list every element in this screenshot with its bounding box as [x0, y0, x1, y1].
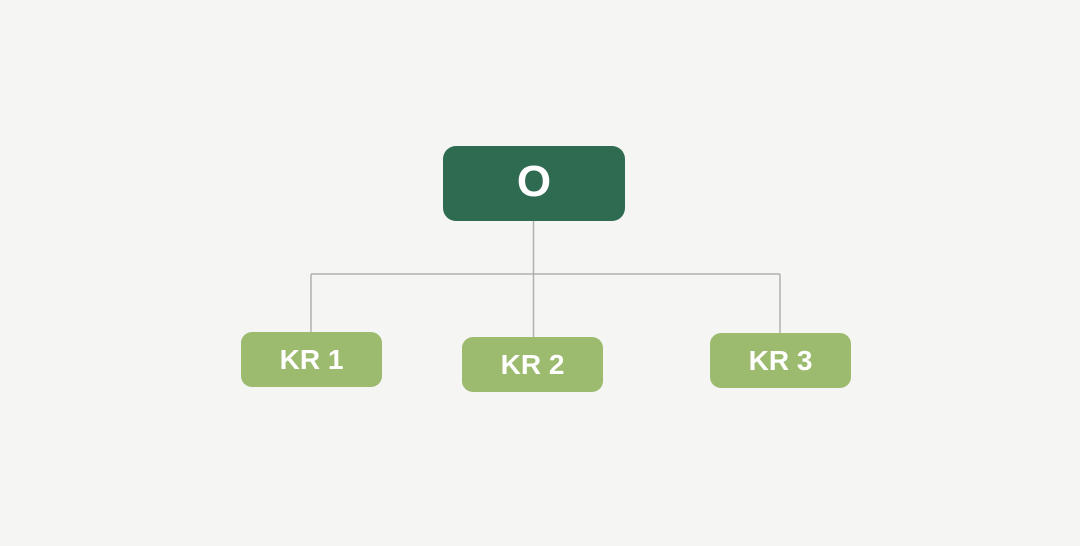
kr-label-3: KR 3: [748, 344, 813, 376]
kr-node-1: KR 1: [241, 332, 382, 387]
kr-label-2: KR 2: [500, 348, 565, 380]
objective-label: O: [516, 156, 552, 206]
kr-node-2: KR 2: [462, 337, 603, 392]
objective-node: O: [443, 146, 625, 221]
kr-label-1: KR 1: [279, 343, 344, 375]
kr-node-3: KR 3: [710, 333, 851, 388]
